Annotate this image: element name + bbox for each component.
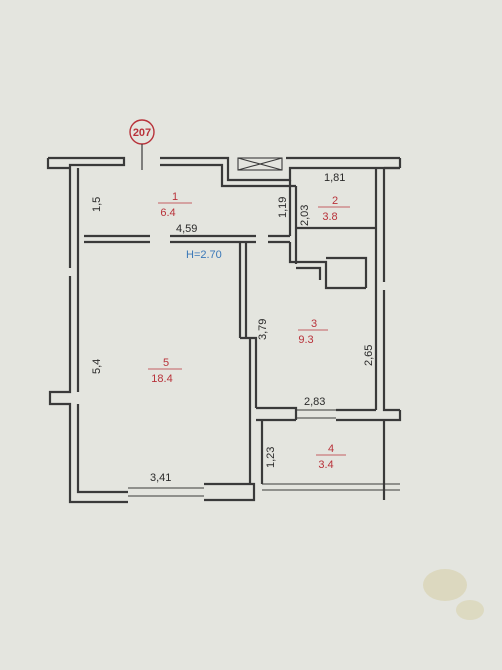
room-area: 6.4 <box>160 207 175 219</box>
room-number: 2 <box>332 195 338 207</box>
room-5-label: 5 18.4 <box>148 357 182 385</box>
dimension-label: 1,81 <box>324 172 345 184</box>
dimension-label: 2,65 <box>363 345 375 366</box>
room-3-label: 3 9.3 <box>298 318 328 346</box>
dimension-label: 3,41 <box>150 472 171 484</box>
room-number: 3 <box>311 318 317 330</box>
paper-stain <box>423 569 467 601</box>
dimension-label: 1,23 <box>265 447 277 468</box>
room-1-label: 1 6.4 <box>158 191 192 219</box>
room-number: 1 <box>172 191 178 203</box>
dimension-label: 2,03 <box>299 205 311 226</box>
ceiling-height: H=2.70 <box>186 249 222 261</box>
dimension-label: 3,79 <box>257 319 269 340</box>
room-number: 5 <box>163 357 169 369</box>
dimensions: 1,5 4,59 1,19 2,03 1,81 3,79 2,65 5,4 2,… <box>91 172 375 484</box>
dimension-label: 1,5 <box>91 197 103 212</box>
dimension-label: 2,83 <box>304 396 325 408</box>
dimension-label: 4,59 <box>176 223 197 235</box>
room-area: 9.3 <box>298 334 313 346</box>
paper-stain <box>456 600 484 620</box>
apartment-number: 207 <box>133 127 151 139</box>
room-4-label: 4 3.4 <box>316 443 346 471</box>
room-2-label: 2 3.8 <box>318 195 350 223</box>
dimension-label: 1,19 <box>277 197 289 218</box>
dimension-label: 5,4 <box>91 359 103 374</box>
room-number: 4 <box>328 443 334 455</box>
room-area: 3.8 <box>322 211 337 223</box>
room-area: 3.4 <box>318 459 333 471</box>
room-area: 18.4 <box>151 373 172 385</box>
walls <box>46 156 402 504</box>
